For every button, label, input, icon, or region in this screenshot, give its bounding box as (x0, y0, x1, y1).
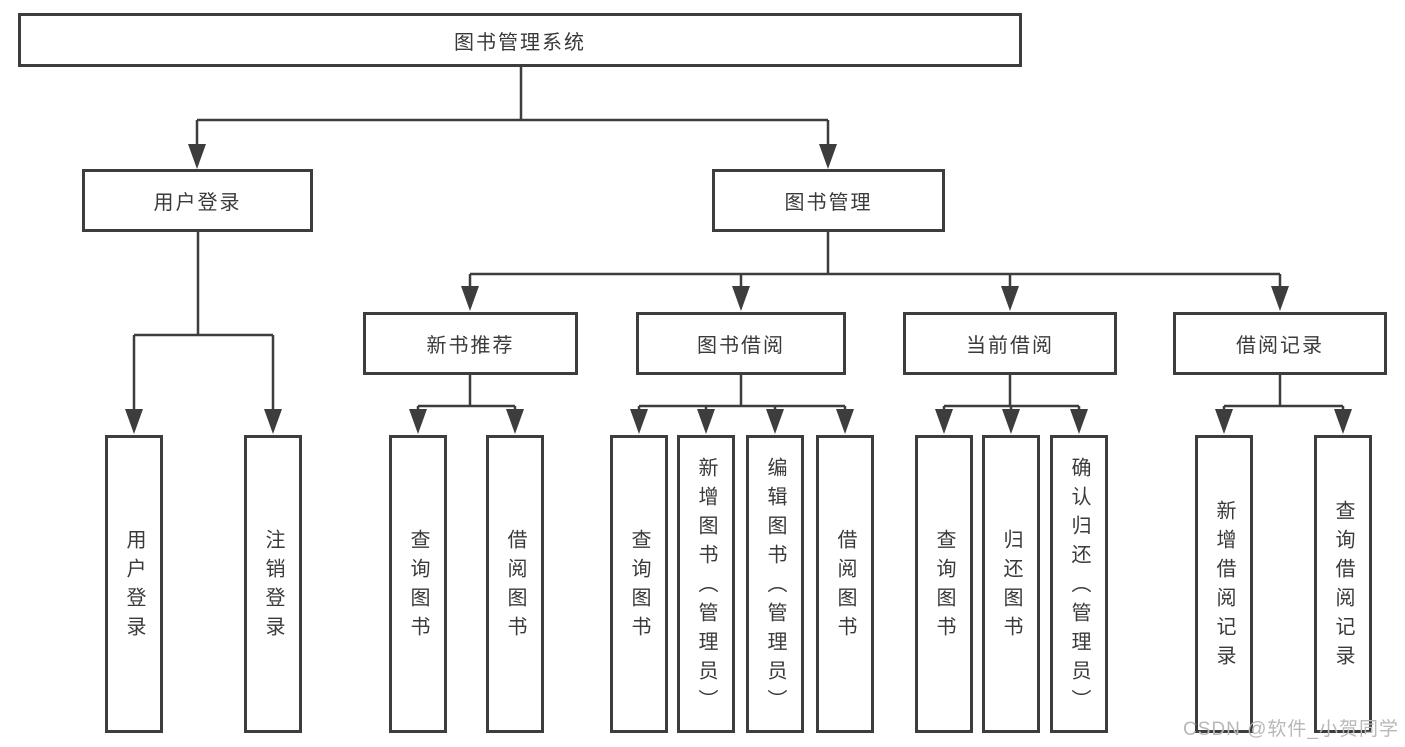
csdn-watermark: CSDN @软件_小贺同学 (1183, 719, 1399, 740)
node-current-borrowing: 当前借阅 (903, 312, 1117, 375)
leaf-logout: 注销登录 (244, 435, 302, 733)
leaf-query-books-recommend: 查询图书 (389, 435, 447, 733)
node-library-management-system: 图书管理系统 (18, 13, 1022, 67)
node-book-borrowing: 图书借阅 (636, 312, 846, 375)
leaf-add-borrow-record: 新增借阅记录 (1195, 435, 1253, 733)
node-new-book-recommendation: 新书推荐 (363, 312, 578, 375)
leaf-add-books-admin: 新增图书（管理员） (677, 435, 735, 733)
leaf-edit-books-admin: 编辑图书（管理员） (746, 435, 804, 733)
leaf-borrow-books: 借阅图书 (816, 435, 874, 733)
arrowheads (125, 144, 1352, 434)
leaf-user-login: 用户登录 (105, 435, 163, 733)
node-borrowing-records: 借阅记录 (1173, 312, 1387, 375)
leaf-query-borrow-record: 查询借阅记录 (1314, 435, 1372, 733)
node-user-login: 用户登录 (82, 169, 313, 232)
leaf-query-books-current: 查询图书 (915, 435, 973, 733)
leaf-confirm-return-admin: 确认归还（管理员） (1050, 435, 1108, 733)
node-book-management: 图书管理 (712, 169, 945, 232)
leaf-return-books: 归还图书 (982, 435, 1040, 733)
leaf-query-books-borrowing: 查询图书 (610, 435, 668, 733)
leaf-borrow-books-recommend: 借阅图书 (486, 435, 544, 733)
